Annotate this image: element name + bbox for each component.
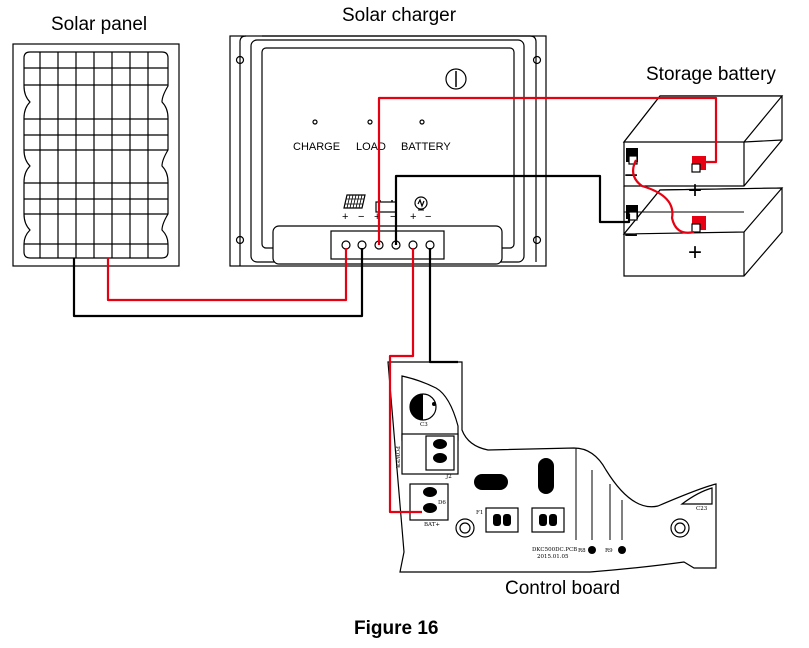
pcb-name-label: DKC500DC.PCB — [532, 547, 577, 553]
solar-negative-wire — [72, 248, 364, 318]
battery-indicator-label: BATTERY — [401, 141, 451, 153]
bat-label: BAT+ — [424, 522, 440, 528]
load-plus-mark: + — [410, 211, 416, 223]
f1-label: F1 — [476, 510, 483, 516]
j2-label: J2 — [445, 474, 452, 480]
bottom-battery-minus-mark: − — [624, 222, 638, 249]
load-positive-wire — [388, 248, 422, 514]
battery-plus-mark: + — [374, 211, 380, 223]
top-battery-minus-mark: − — [624, 162, 638, 189]
charger-terminals — [341, 240, 435, 250]
solar-panel — [12, 43, 180, 267]
pcb-date-label: 2015.01.05 — [537, 554, 569, 560]
top-battery-plus-mark: + — [688, 177, 702, 204]
battery-minus-mark: − — [390, 211, 396, 223]
d6-label: D6 — [438, 500, 446, 506]
light-bulb-icon — [414, 196, 428, 211]
solar-minus-mark: − — [358, 211, 364, 223]
c3-label: C3 — [420, 422, 428, 428]
solar-plus-mark: + — [342, 211, 348, 223]
battery-series-wire — [631, 159, 695, 234]
solar-charger-label: Solar charger — [342, 5, 457, 26]
c23-label: C23 — [696, 506, 708, 512]
charge-indicator-label: CHARGE — [293, 141, 340, 153]
solar-panel-label: Solar panel — [51, 14, 147, 35]
bottom-battery-plus-mark: + — [688, 239, 702, 266]
load-negative-wire — [428, 248, 458, 364]
solar-charger — [229, 35, 547, 267]
load-indicator-label: LOAD — [356, 141, 386, 153]
figure-caption: Figure 16 — [354, 618, 438, 639]
solar-positive-wire — [106, 248, 348, 302]
storage-battery — [622, 95, 784, 277]
power-label: POWER — [394, 446, 400, 469]
wiring — [72, 96, 718, 514]
control-board — [387, 361, 717, 573]
solar-panel-icon — [343, 194, 366, 209]
control-board-label: Control board — [505, 578, 620, 599]
storage-battery-label: Storage battery — [646, 64, 776, 85]
load-minus-mark: − — [425, 211, 431, 223]
r8-label: R8 — [578, 548, 586, 554]
battery-positive-wire — [377, 96, 718, 245]
battery-negative-wire — [394, 174, 631, 245]
r9-label: R9 — [605, 548, 613, 554]
